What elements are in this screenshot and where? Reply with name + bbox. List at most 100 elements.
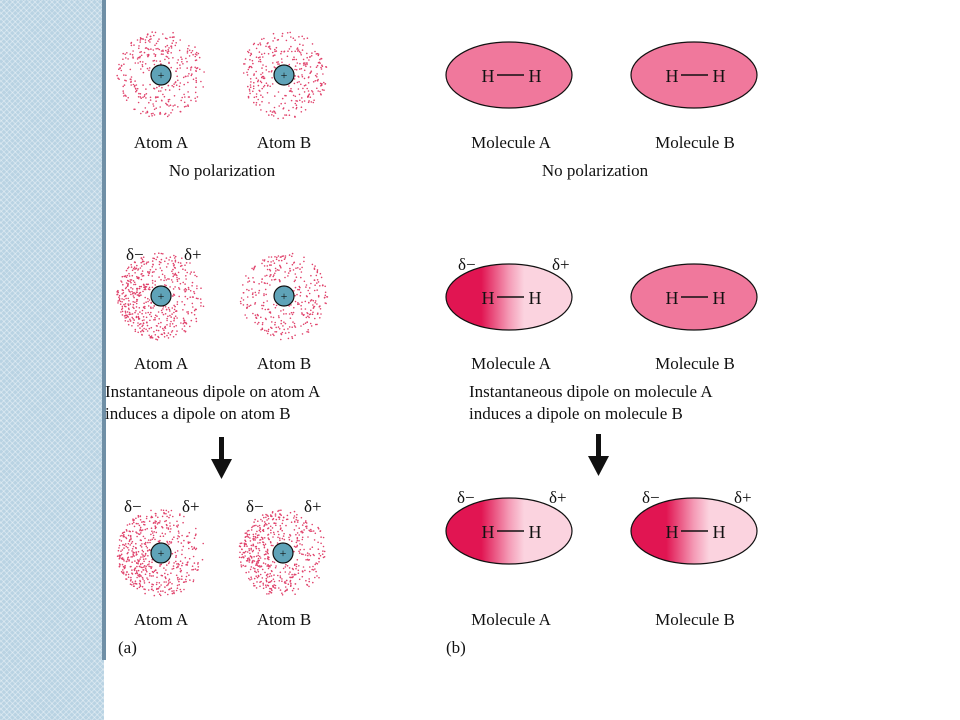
electron-dot — [181, 575, 183, 578]
electron-dot — [141, 521, 143, 523]
electron-dot — [171, 109, 174, 111]
electron-dot — [164, 576, 167, 578]
electron-dot — [275, 46, 278, 49]
electron-dot — [167, 263, 169, 265]
electron-dot — [303, 548, 305, 551]
electron-dot — [175, 310, 177, 313]
electron-dot — [194, 308, 197, 311]
electron-dot — [156, 588, 158, 591]
electron-dot — [167, 52, 169, 54]
electron-dot — [298, 527, 301, 529]
electron-dot — [117, 300, 119, 302]
electron-dot — [289, 270, 292, 272]
electron-dot — [270, 587, 272, 590]
electron-dot — [311, 313, 314, 316]
electron-dot — [248, 559, 251, 561]
electron-dot — [136, 58, 139, 60]
electron-dot — [308, 580, 311, 583]
electron-dot — [141, 333, 143, 336]
electron-dot — [253, 81, 255, 84]
electron-dot — [146, 67, 149, 70]
electron-dot — [182, 76, 185, 79]
electron-dot — [195, 77, 197, 79]
electron-dot — [293, 529, 296, 531]
electron-dot — [300, 83, 302, 86]
electron-dot — [320, 542, 322, 545]
electron-dot — [171, 568, 173, 570]
electron-dot — [316, 87, 318, 90]
electron-dot — [304, 569, 306, 572]
electron-dot — [139, 311, 141, 313]
electron-dot — [320, 84, 323, 87]
electron-dot — [193, 292, 196, 295]
electron-dot — [269, 284, 271, 286]
electron-dot — [195, 320, 198, 323]
electron-dot — [282, 255, 285, 257]
electron-dot — [153, 34, 155, 37]
electron-dot — [149, 319, 151, 322]
electron-dot — [166, 56, 169, 58]
electron-dot — [195, 527, 197, 530]
electron-dot — [135, 306, 138, 308]
electron-dot — [130, 286, 132, 289]
electron-dot — [251, 59, 254, 62]
electron-dot — [134, 572, 137, 575]
electron-dot — [299, 62, 301, 65]
electron-dot — [146, 577, 148, 579]
electron-dot — [124, 317, 126, 319]
electron-dot — [120, 550, 122, 552]
electron-dot — [166, 324, 168, 326]
electron-dot — [248, 289, 250, 292]
electron-dot — [154, 284, 156, 286]
electron-dot — [250, 566, 253, 568]
electron-dot — [242, 564, 244, 567]
electron-dot — [135, 552, 138, 554]
electron-dot — [149, 539, 152, 541]
electron-dot — [169, 323, 171, 325]
electron-dot — [143, 580, 145, 582]
electron-dot — [150, 533, 152, 536]
electron-dot — [188, 73, 190, 75]
electron-dot — [264, 329, 266, 332]
electron-dot — [272, 115, 275, 117]
electron-dot — [146, 570, 148, 573]
electron-dot — [286, 514, 289, 517]
electron-dot — [178, 88, 181, 91]
electron-dot — [300, 308, 303, 310]
electron-dot — [182, 281, 184, 284]
electron-dot — [266, 268, 269, 271]
electron-dot — [162, 53, 164, 55]
electron-dot — [173, 254, 175, 257]
electron-dot — [171, 590, 173, 592]
electron-dot — [149, 38, 151, 41]
electron-dot — [303, 260, 305, 263]
electron-dot — [183, 320, 185, 322]
electron-dot — [181, 562, 184, 564]
electron-dot — [186, 311, 188, 313]
electron-dot — [266, 593, 268, 595]
electron-dot — [178, 536, 180, 538]
electron-dot — [272, 578, 275, 580]
electron-dot — [124, 287, 127, 290]
electron-dot — [129, 320, 132, 322]
electron-dot — [176, 276, 178, 279]
electron-dot — [263, 294, 265, 297]
electron-dot — [195, 547, 198, 550]
electron-dot — [190, 311, 193, 314]
electron-dot — [262, 64, 264, 66]
electron-dot — [263, 537, 266, 539]
electron-dot — [166, 317, 168, 320]
electron-dot — [147, 274, 150, 277]
electron-dot — [194, 568, 197, 570]
electron-dot — [163, 581, 165, 583]
electron-dot — [167, 49, 169, 51]
electron-dot — [176, 550, 179, 552]
electron-dot — [289, 585, 292, 587]
electron-dot — [295, 533, 297, 536]
electron-dot — [181, 553, 183, 556]
electron-dot — [164, 277, 166, 279]
electron-dot — [141, 329, 144, 331]
electron-dot — [307, 289, 310, 292]
electron-dot — [187, 47, 189, 50]
electron-dot — [279, 513, 281, 515]
